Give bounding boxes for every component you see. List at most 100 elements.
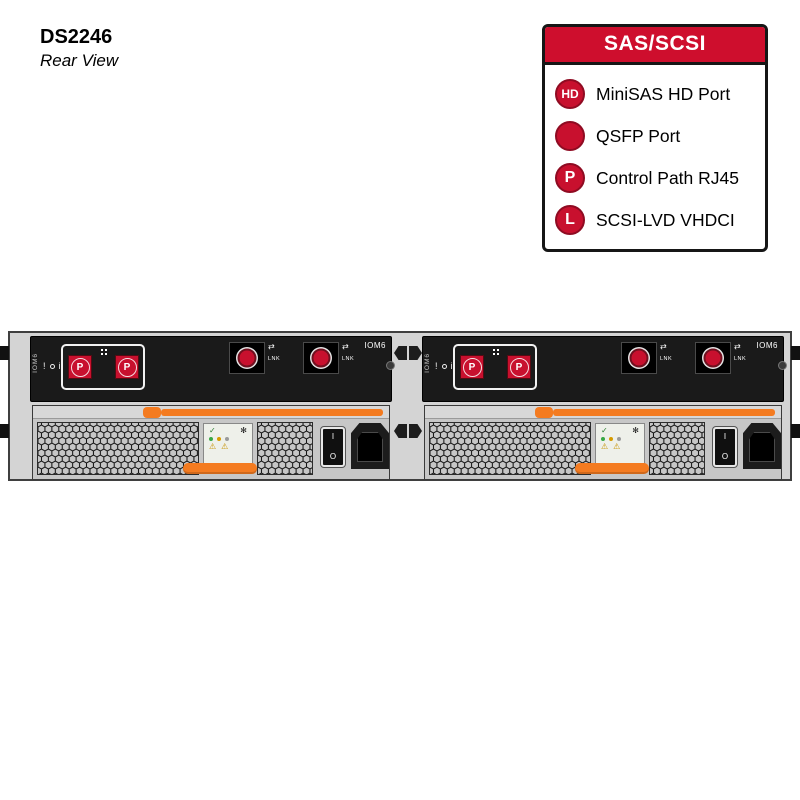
minisas-hd-port-icon: HD (555, 79, 585, 109)
latch-tab-icon (394, 424, 407, 438)
psu-handle-bar-icon (553, 409, 775, 416)
mount-ear-icon (791, 346, 800, 360)
fan-grille-mesh (37, 422, 199, 475)
psu-top-rail (33, 406, 389, 419)
link-label: LNK (734, 356, 747, 362)
legend-title: SAS/SCSI (545, 27, 765, 65)
ok-check-icon: ✓ (601, 426, 608, 435)
qsfp-port-icon (237, 348, 257, 368)
fault-icon: ! (435, 361, 438, 371)
fault-icon: ! (43, 361, 46, 371)
enclosure-rear-chassis: IOM6 ! i P P ⇄ LNK ⇄ LNK IOM6 (0, 331, 800, 481)
iom-model-label: IOM6 (364, 341, 386, 350)
control-path-rj45-port: P (68, 355, 92, 379)
power-rocker-switch: I O (713, 427, 737, 467)
info-icon: i (58, 361, 61, 371)
standby-led-icon (225, 437, 229, 441)
legend-body: HD MiniSAS HD Port QSFP Port P Control P… (545, 65, 765, 249)
qsfp-port-icon (629, 348, 649, 368)
psu-release-latch-icon (183, 463, 257, 474)
iom-vertical-label: IOM6 (32, 353, 39, 373)
module-bay-right: IOM6 ! i P P ⇄ LNK ⇄ LNK IOM6 (422, 336, 787, 480)
psu-top-rail (425, 406, 781, 419)
psu-led-row (597, 435, 643, 442)
power-rocker-switch: I O (321, 427, 345, 467)
legend-item-label: QSFP Port (596, 125, 681, 146)
mount-ear-icon (0, 346, 9, 360)
iom-vertical-label: IOM6 (424, 353, 431, 373)
port-labels: ⇄ LNK (339, 342, 365, 374)
port-labels: ⇄ LNK (265, 342, 291, 374)
control-path-rj45-port: P (115, 355, 139, 379)
fan-icon: ✻ (240, 426, 247, 435)
control-path-rj45-port: P (507, 355, 531, 379)
switch-on-mark: I (723, 432, 727, 441)
qsfp-port-icon (555, 121, 585, 151)
status-indicator-icons: ! i (43, 361, 61, 371)
sas-port-group: ⇄ LNK (621, 342, 683, 374)
psu-label-row: ✓ ✻ (597, 426, 643, 435)
scsi-lvd-vhdci-icon: L (555, 205, 585, 235)
legend-item-label: Control Path RJ45 (596, 167, 739, 188)
port-labels: ⇄ LNK (731, 342, 757, 374)
qsfp-port-pad (695, 342, 731, 374)
psu-handle-latch-icon (535, 407, 553, 418)
power-ok-led-icon (601, 437, 605, 441)
power-led-icon (441, 363, 447, 369)
sas-port-group: ⇄ LNK (695, 342, 757, 374)
port-letter: P (515, 361, 523, 373)
qsfp-port-pad (229, 342, 265, 374)
sas-connector-icon: ⇄ (268, 342, 275, 351)
iec-inlet-socket (749, 432, 775, 462)
psu-handle-bar-icon (161, 409, 383, 416)
latch-tab-icon (409, 424, 422, 438)
psu-handle-latch-icon (143, 407, 161, 418)
psu-warning-row: ⚠ ⚠ (205, 442, 251, 451)
control-path-rj45-port: P (460, 355, 484, 379)
sas-port-group: ⇄ LNK (303, 342, 365, 374)
fan-grille-mesh (649, 422, 705, 475)
warning-icon: ⚠ (601, 442, 609, 451)
switch-on-mark: I (331, 432, 335, 441)
sas-connector-icon: ⇄ (342, 342, 349, 351)
thumbscrew-icon (778, 361, 787, 370)
power-supply-module: ✓ ✻ ⚠ ⚠ I O (424, 405, 782, 480)
iom-model-label: IOM6 (756, 341, 778, 350)
latch-tab-icon (394, 346, 407, 360)
qsfp-port-icon (311, 348, 331, 368)
fault-led-icon (609, 437, 613, 441)
power-led-icon (49, 363, 55, 369)
ethernet-activity-icon (101, 349, 109, 357)
iec-power-inlet (743, 423, 781, 469)
control-port-group: P P (453, 344, 537, 390)
control-path-rj45-icon: P (555, 163, 585, 193)
control-port-group: P P (61, 344, 145, 390)
port-letter: P (123, 361, 131, 373)
warning-icon: ⚠ (221, 442, 229, 451)
warning-icon: ⚠ (613, 442, 621, 451)
qsfp-port-icon (703, 348, 723, 368)
page-title: DS2246 (40, 26, 113, 48)
link-label: LNK (268, 356, 281, 362)
latch-tab-icon (409, 346, 422, 360)
fan-grille-mesh (429, 422, 591, 475)
module-bay-left: IOM6 ! i P P ⇄ LNK ⇄ LNK IOM6 (30, 336, 395, 480)
mount-ear-icon (791, 424, 800, 438)
legend-box: SAS/SCSI HD MiniSAS HD Port QSFP Port P … (542, 24, 768, 252)
sas-port-group: ⇄ LNK (229, 342, 291, 374)
fault-led-icon (217, 437, 221, 441)
port-labels: ⇄ LNK (657, 342, 683, 374)
iec-power-inlet (351, 423, 389, 469)
legend-item-control-path: P Control Path RJ45 (555, 157, 765, 199)
link-label: LNK (660, 356, 673, 362)
port-letter: P (468, 361, 476, 373)
ethernet-activity-icon (493, 349, 501, 357)
info-icon: i (450, 361, 453, 371)
psu-label-row: ✓ ✻ (205, 426, 251, 435)
status-indicator-icons: ! i (435, 361, 453, 371)
sas-connector-icon: ⇄ (734, 342, 741, 351)
link-label: LNK (342, 356, 355, 362)
iec-inlet-socket (357, 432, 383, 462)
power-ok-led-icon (209, 437, 213, 441)
